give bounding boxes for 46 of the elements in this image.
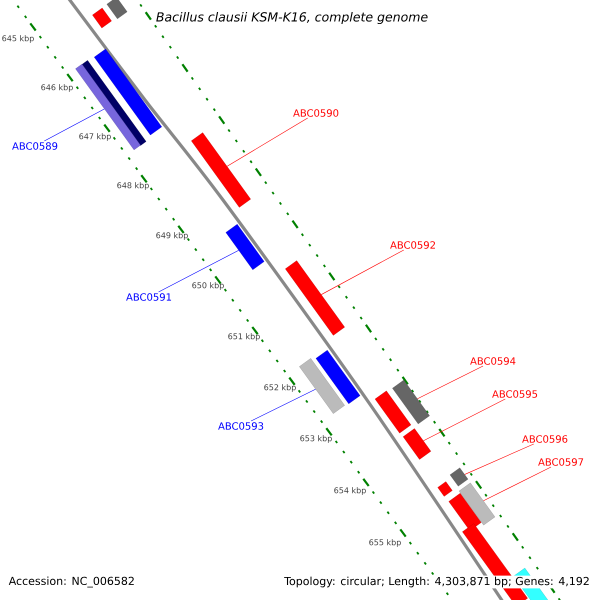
gene-bar (316, 350, 360, 404)
gene-bar (106, 0, 128, 19)
leader-line (158, 250, 239, 292)
scale-label: 651 kbp (228, 333, 260, 341)
gene-bar (450, 468, 468, 486)
scale-label: 648 kbp (117, 182, 149, 190)
gene-label: ABC0591 (126, 293, 172, 301)
gene-bar (403, 428, 432, 460)
gene-bar (458, 482, 496, 526)
gene-bar (226, 224, 264, 270)
leader-line (417, 366, 484, 400)
gene-label: ABC0589 (12, 142, 58, 150)
gene-bar (191, 132, 251, 208)
gene-bar (392, 380, 430, 424)
leader-line (464, 444, 534, 475)
gene-bar (75, 64, 141, 150)
scale-label: 652 kbp (264, 384, 296, 392)
gene-label: ABC0590 (293, 109, 338, 117)
gene-bar (299, 358, 345, 414)
gene-label: ABC0593 (218, 422, 264, 430)
leader-line (423, 398, 506, 441)
gene-bar (438, 481, 452, 497)
gene-bar (285, 260, 345, 336)
title: Bacillus clausii KSM-K16, complete genome (156, 12, 428, 24)
scale-label: 650 kbp (192, 282, 224, 290)
scale-label: 645 kbp (2, 35, 34, 43)
leader-line (250, 388, 316, 422)
gene-label: ABC0596 (522, 435, 568, 443)
leader-line (483, 466, 552, 502)
leader-line (44, 108, 105, 142)
genome-info-label: Topology: circular; Length: 4,303,871 bp; Genes: 4,192 (283, 576, 591, 588)
leader-line (321, 250, 404, 295)
scale-label: 647 kbp (79, 133, 111, 141)
leader-line (226, 118, 308, 167)
scale-label: 649 kbp (156, 232, 188, 240)
gene-label: ABC0592 (390, 241, 435, 249)
scale-label: 655 kbp (369, 539, 401, 547)
gene-label: ABC0595 (492, 390, 538, 398)
scale-label: 653 kbp (300, 435, 332, 443)
gene-bar (92, 8, 112, 28)
gene-label: ABC0597 (538, 458, 584, 466)
accession-label: Accession: NC_006582 (8, 576, 134, 588)
gene-label: ABC0594 (470, 357, 516, 365)
scale-label: 646 kbp (41, 84, 73, 92)
gene-bar (374, 390, 412, 434)
scale-label: 654 kbp (334, 487, 366, 495)
